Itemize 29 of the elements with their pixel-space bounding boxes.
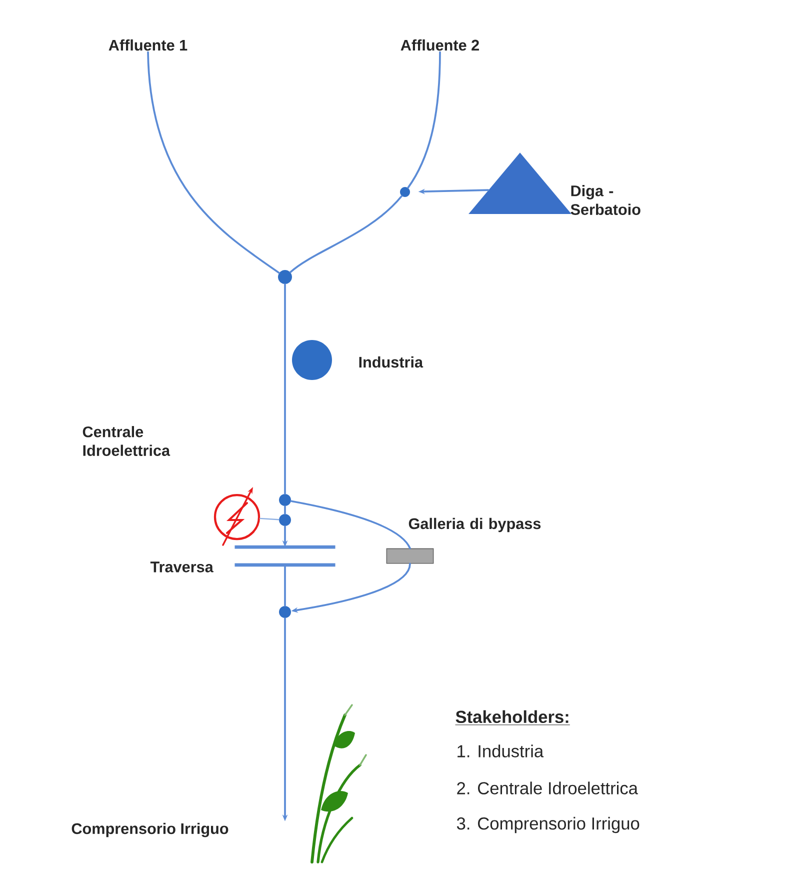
industry-circle: [292, 340, 332, 380]
junction-dot: [400, 187, 410, 197]
list-item: 2. Centrale Idroelettrica: [457, 782, 638, 794]
connector: [284, 505, 286, 515]
connector: [407, 51, 441, 189]
node-label: Affluente 2: [400, 39, 479, 51]
connector: [259, 518, 280, 520]
junction-dot: [279, 494, 291, 506]
weir-symbol: [234, 545, 336, 567]
node-caption: Traversa: [150, 562, 214, 572]
bypass-box: [386, 548, 434, 564]
connector: [284, 564, 286, 607]
connector: [147, 51, 280, 274]
connector: [284, 283, 286, 495]
node-label: Comprensorio Irriguo: [72, 822, 228, 838]
junction-dot: [279, 606, 291, 618]
junction-dot: [278, 270, 292, 284]
legend-heading: Stakeholders:: [455, 710, 570, 726]
dam-triangle: [468, 152, 572, 214]
node-label: Affluente 1: [108, 39, 188, 51]
connector: [289, 195, 403, 274]
list-item: 3. Comprensorio Irriguo: [456, 816, 640, 834]
node-caption: Centrale Idroelettrica: [82, 426, 170, 456]
junction-dot: [279, 514, 291, 526]
list-item: 1. Industria: [458, 744, 544, 758]
node-caption: Diga - Serbatoio: [570, 185, 640, 215]
connector: [290, 500, 411, 550]
node-caption: Industria: [359, 356, 424, 368]
node-caption: Galleria di bypass: [408, 518, 541, 532]
